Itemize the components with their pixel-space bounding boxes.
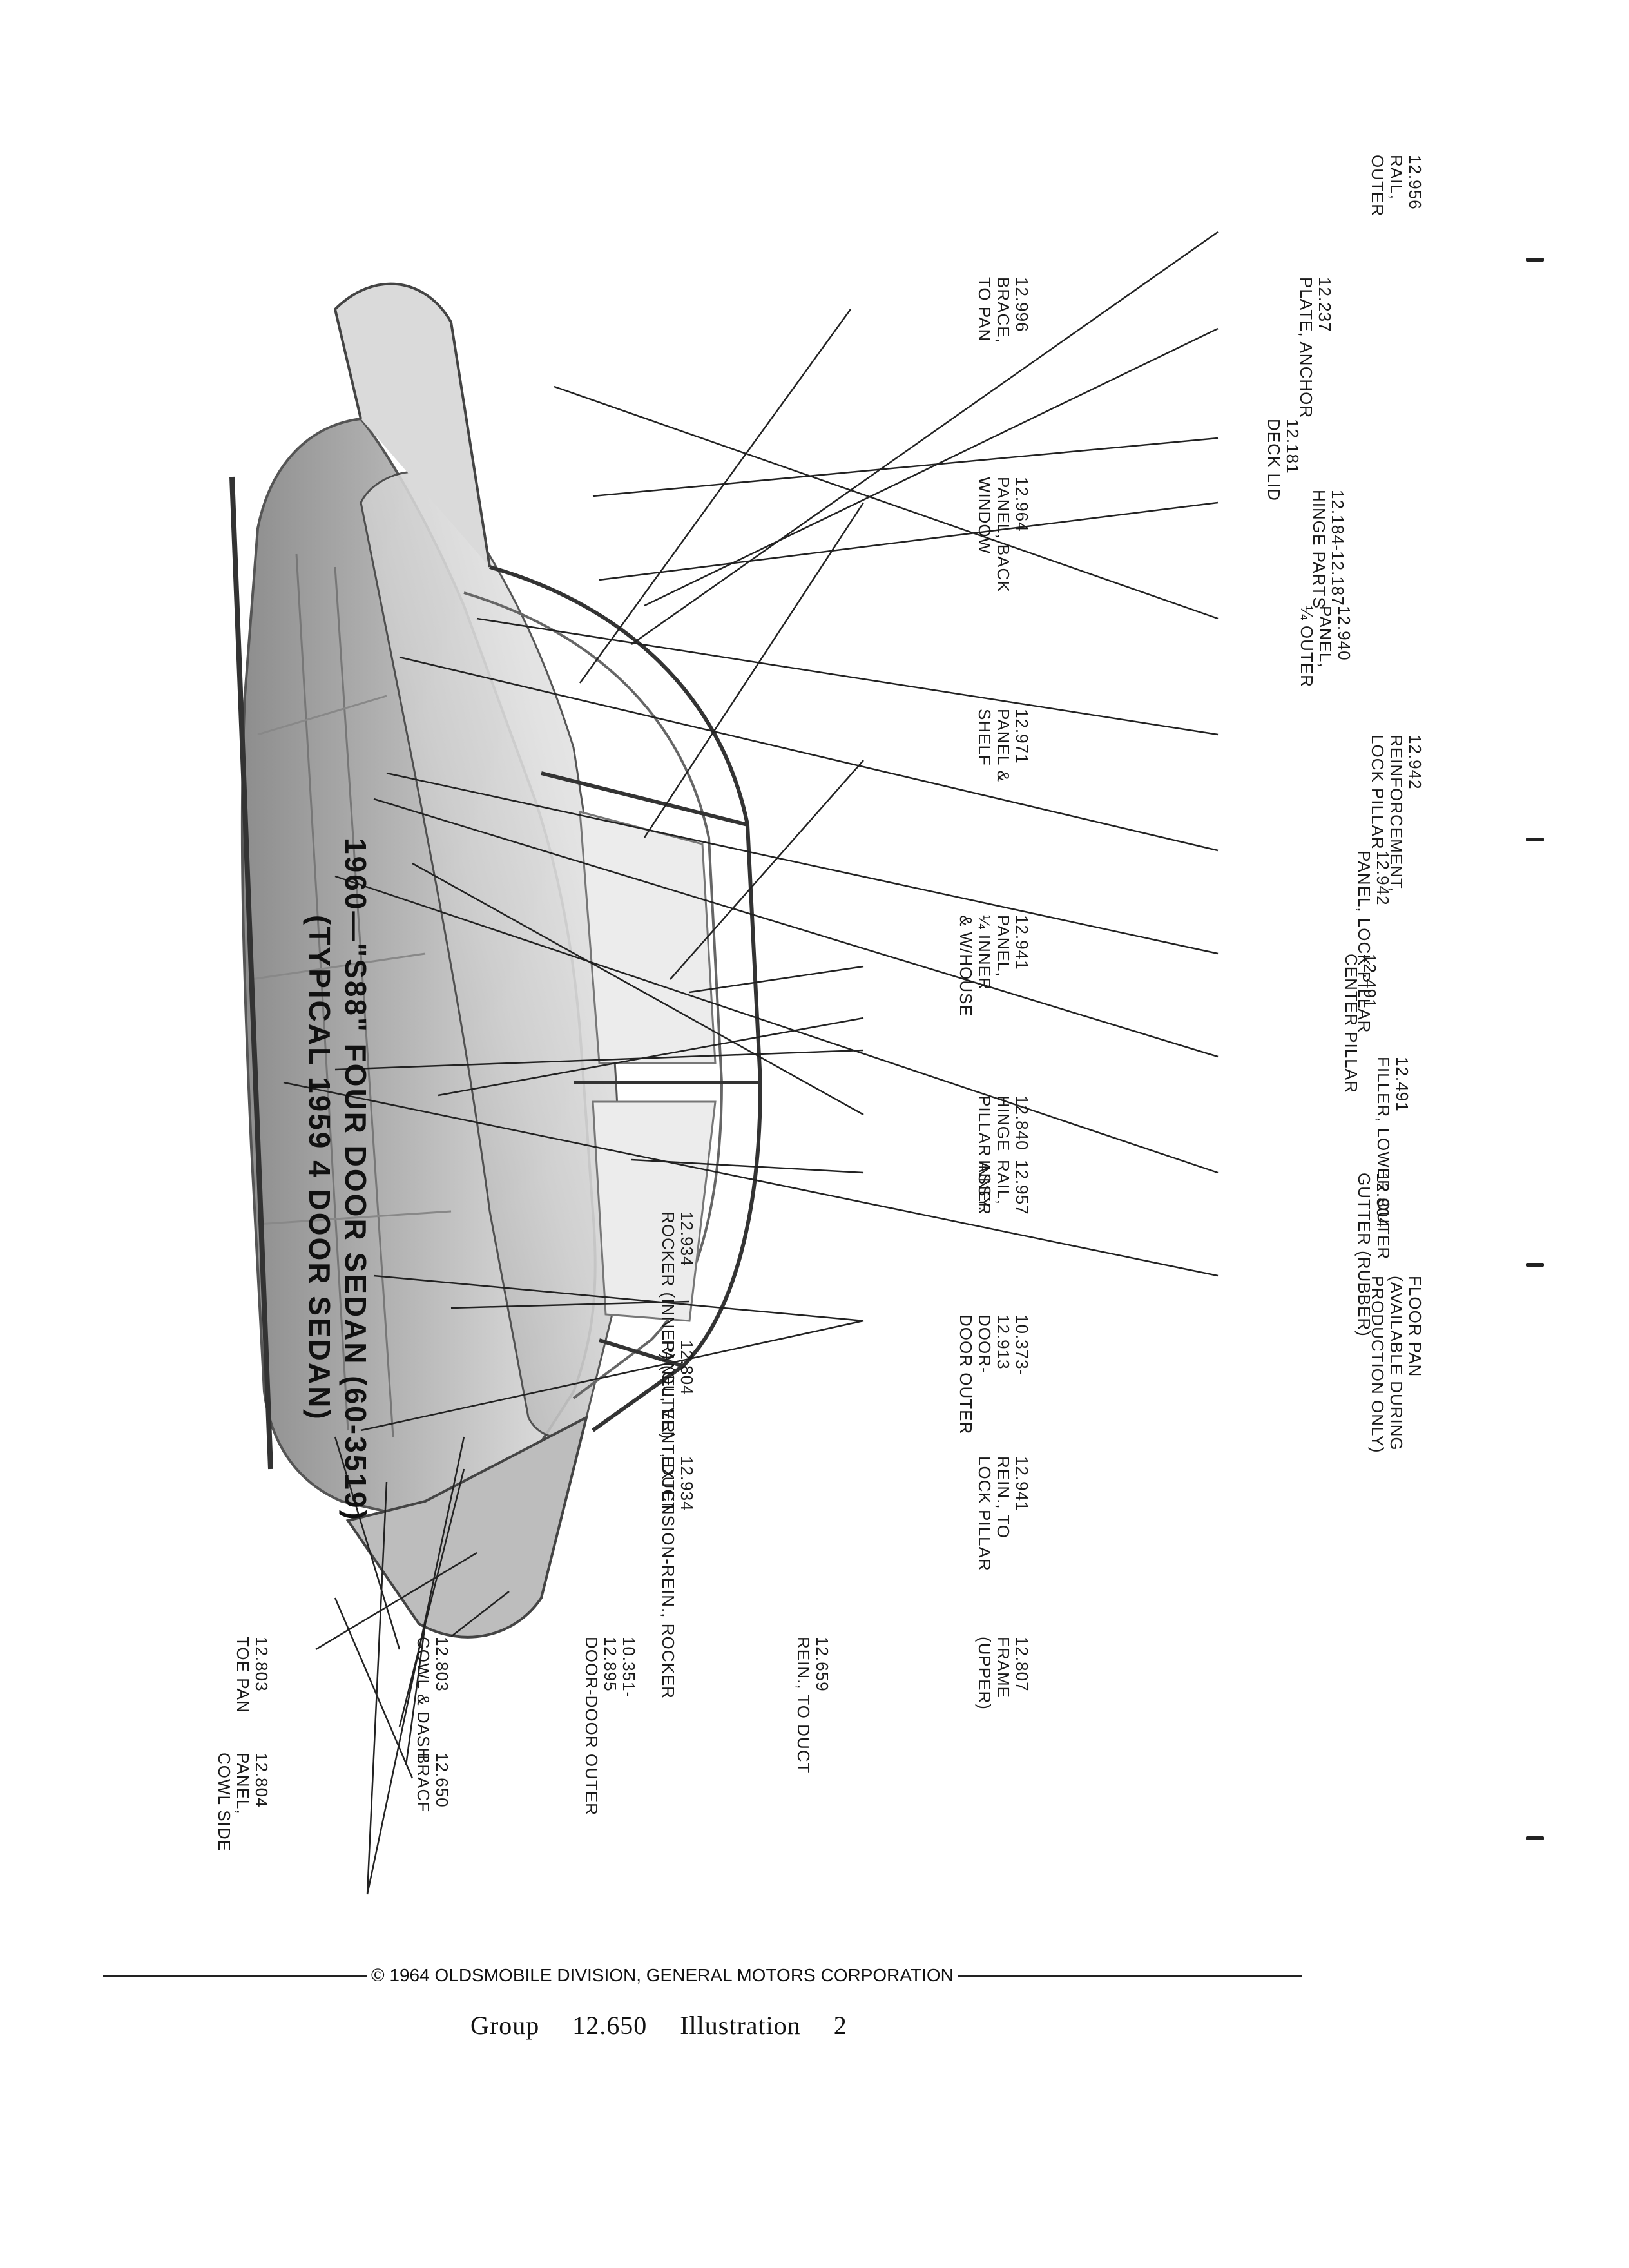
edge-mark xyxy=(1526,258,1544,262)
illustration-label: Illustration xyxy=(680,2011,801,2040)
illustration-number: 2 xyxy=(833,2011,847,2040)
body-shell xyxy=(229,282,763,1639)
edge-mark xyxy=(1526,1263,1544,1267)
leader-lines xyxy=(283,231,1219,1895)
title-main: 1960—"S88" FOUR DOOR SEDAN (60-3519) xyxy=(339,838,372,1522)
footer-rule-right xyxy=(941,1975,1302,1977)
group-label: Group xyxy=(470,2011,540,2040)
copyright-line: © 1964 OLDSMOBILE DIVISION, GENERAL MOTO… xyxy=(367,1965,958,1986)
page-caption: Group 12.650 Illustration 2 xyxy=(470,2010,873,2041)
footer-rule-left xyxy=(103,1975,387,1977)
edge-mark xyxy=(1526,838,1544,841)
body-illustration xyxy=(229,231,1219,1895)
title-sub: (TYPICAL 1959 4 DOOR SEDAN) xyxy=(303,915,336,1421)
illustration-title: 1960—"S88" FOUR DOOR SEDAN (60-3519) (TY… xyxy=(302,838,374,1637)
edge-mark xyxy=(1526,1836,1544,1840)
group-number: 12.650 xyxy=(572,2011,648,2040)
